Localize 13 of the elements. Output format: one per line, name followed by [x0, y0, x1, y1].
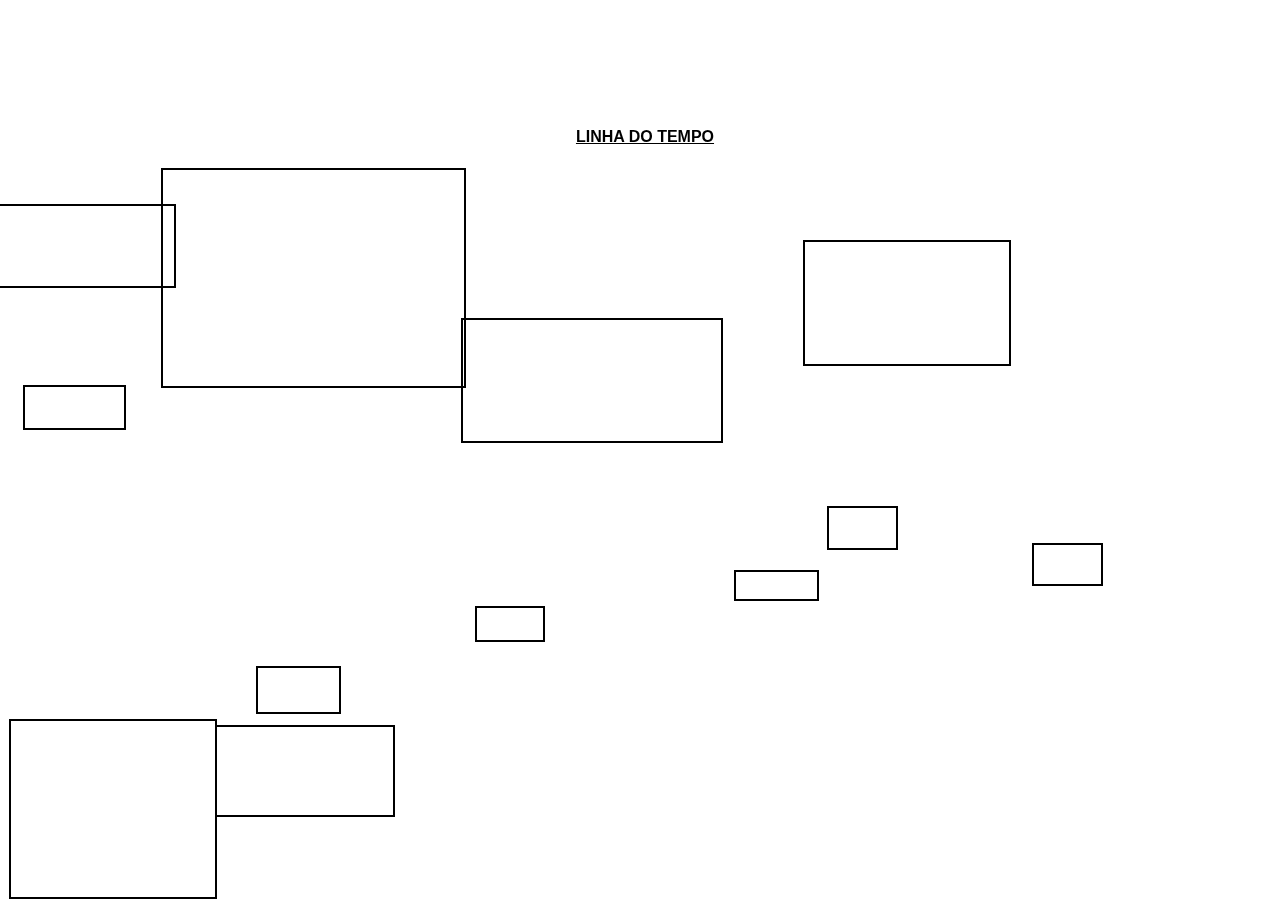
empty-box: [803, 240, 1011, 366]
empty-box: [161, 168, 466, 388]
empty-box: [0, 204, 176, 288]
empty-box: [475, 606, 545, 642]
empty-box: [215, 725, 395, 817]
empty-box: [461, 318, 723, 443]
empty-box: [827, 506, 898, 550]
empty-box: [9, 719, 217, 899]
diagram-title: LINHA DO TEMPO: [574, 128, 716, 146]
empty-box: [1032, 543, 1103, 586]
empty-box: [23, 385, 126, 430]
empty-box: [256, 666, 341, 714]
empty-box: [734, 570, 819, 601]
